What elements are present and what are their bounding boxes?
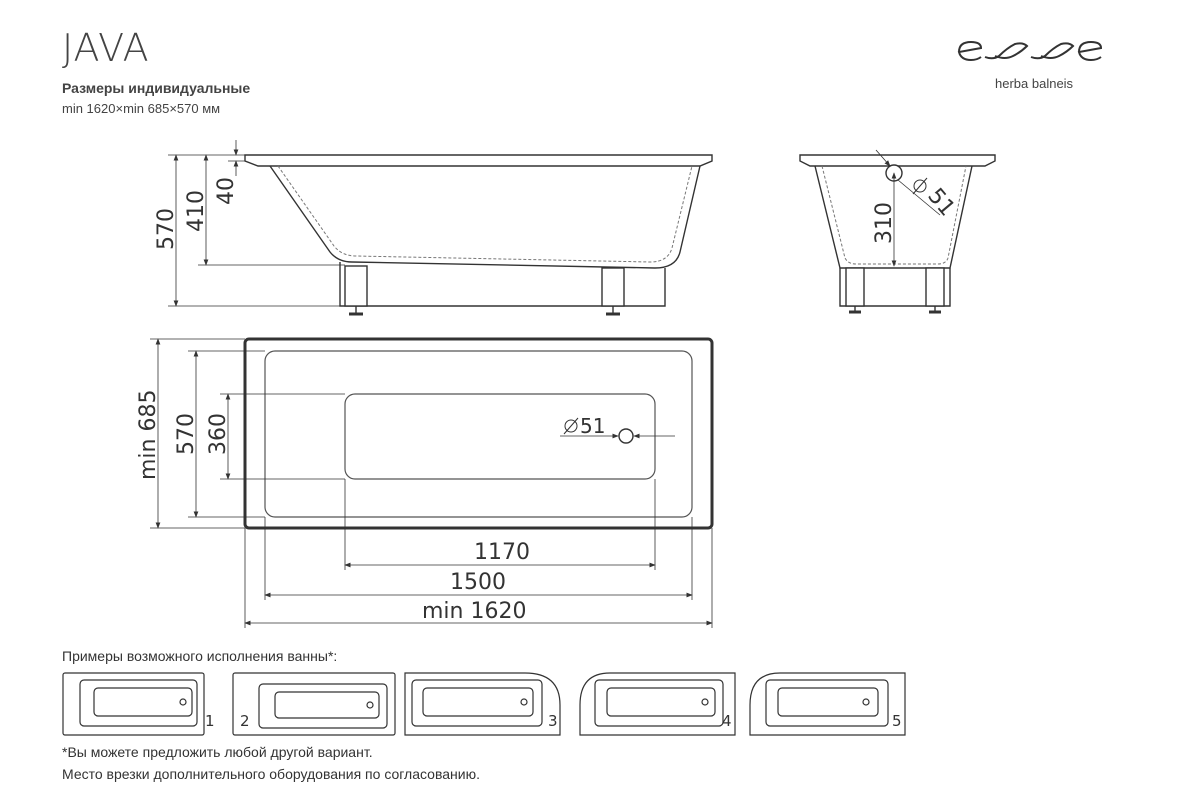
variants-caption: Примеры возможного исполнения ванны*: [62, 648, 338, 664]
side-view [168, 140, 713, 316]
variant-4-number: 4 [722, 712, 732, 730]
top-bottom-length: 1170 [474, 540, 530, 565]
side-height-total: 570 [154, 208, 179, 250]
end-drain-height: 310 [872, 202, 897, 244]
variant-5-number: 5 [892, 712, 902, 730]
top-view [150, 337, 714, 628]
side-rim-height: 40 [214, 177, 239, 205]
variant-4 [579, 672, 736, 736]
variant-5 [749, 672, 906, 736]
size-summary: min 1620×min 685×570 мм [62, 101, 221, 116]
esse-logo-icon [957, 40, 1103, 62]
variant-1 [62, 672, 205, 736]
variant-3 [404, 672, 561, 736]
brand-tagline: herba balneis [995, 76, 1074, 91]
side-height-inner: 410 [184, 190, 209, 232]
variant-2-number: 2 [240, 712, 250, 730]
note-equipment: Место врезки дополнительного оборудовани… [62, 766, 480, 782]
top-inner-length: 1500 [450, 570, 506, 595]
end-view [799, 149, 996, 314]
top-width-min: min 685 [136, 390, 161, 480]
variant-3-number: 3 [548, 712, 558, 730]
end-drain-diameter: 51 [922, 184, 959, 222]
variant-1-number: 1 [205, 712, 215, 730]
top-length-min: min 1620 [422, 599, 526, 624]
top-bottom-width: 360 [206, 413, 231, 455]
dimensions-subtitle: Размеры индивидуальные [62, 80, 251, 96]
variant-2 [232, 672, 396, 736]
product-title: JAVA [62, 26, 150, 70]
top-drain-diameter: 51 [580, 414, 605, 438]
top-inner-width: 570 [174, 413, 199, 455]
note-other-variant: *Вы можете предложить любой другой вариа… [62, 744, 373, 760]
